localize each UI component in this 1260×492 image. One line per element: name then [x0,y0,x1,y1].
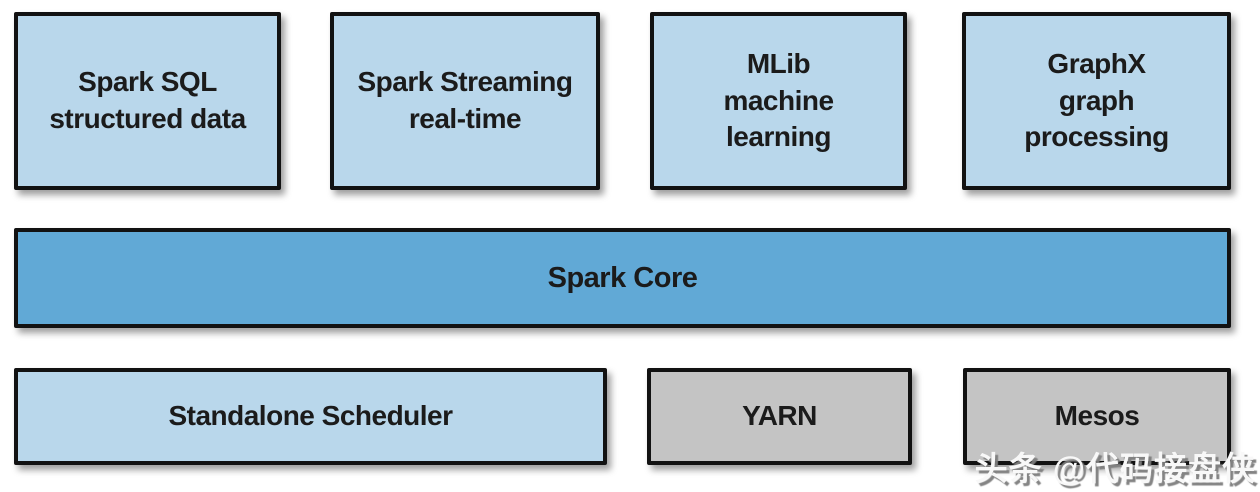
box-mesos: Mesos [963,368,1231,465]
box-spark-sql: Spark SQL structured data [14,12,281,190]
box-standalone-scheduler: Standalone Scheduler [14,368,607,465]
box-spark-core: Spark Core [14,228,1231,328]
watermark-text: 头条 @代码接盘侠 [974,450,1256,487]
box-graphx: GraphX graph processing [962,12,1231,190]
box-yarn: YARN [647,368,912,465]
box-mlib: MLib machine learning [650,12,907,190]
box-spark-streaming: Spark Streaming real-time [330,12,600,190]
